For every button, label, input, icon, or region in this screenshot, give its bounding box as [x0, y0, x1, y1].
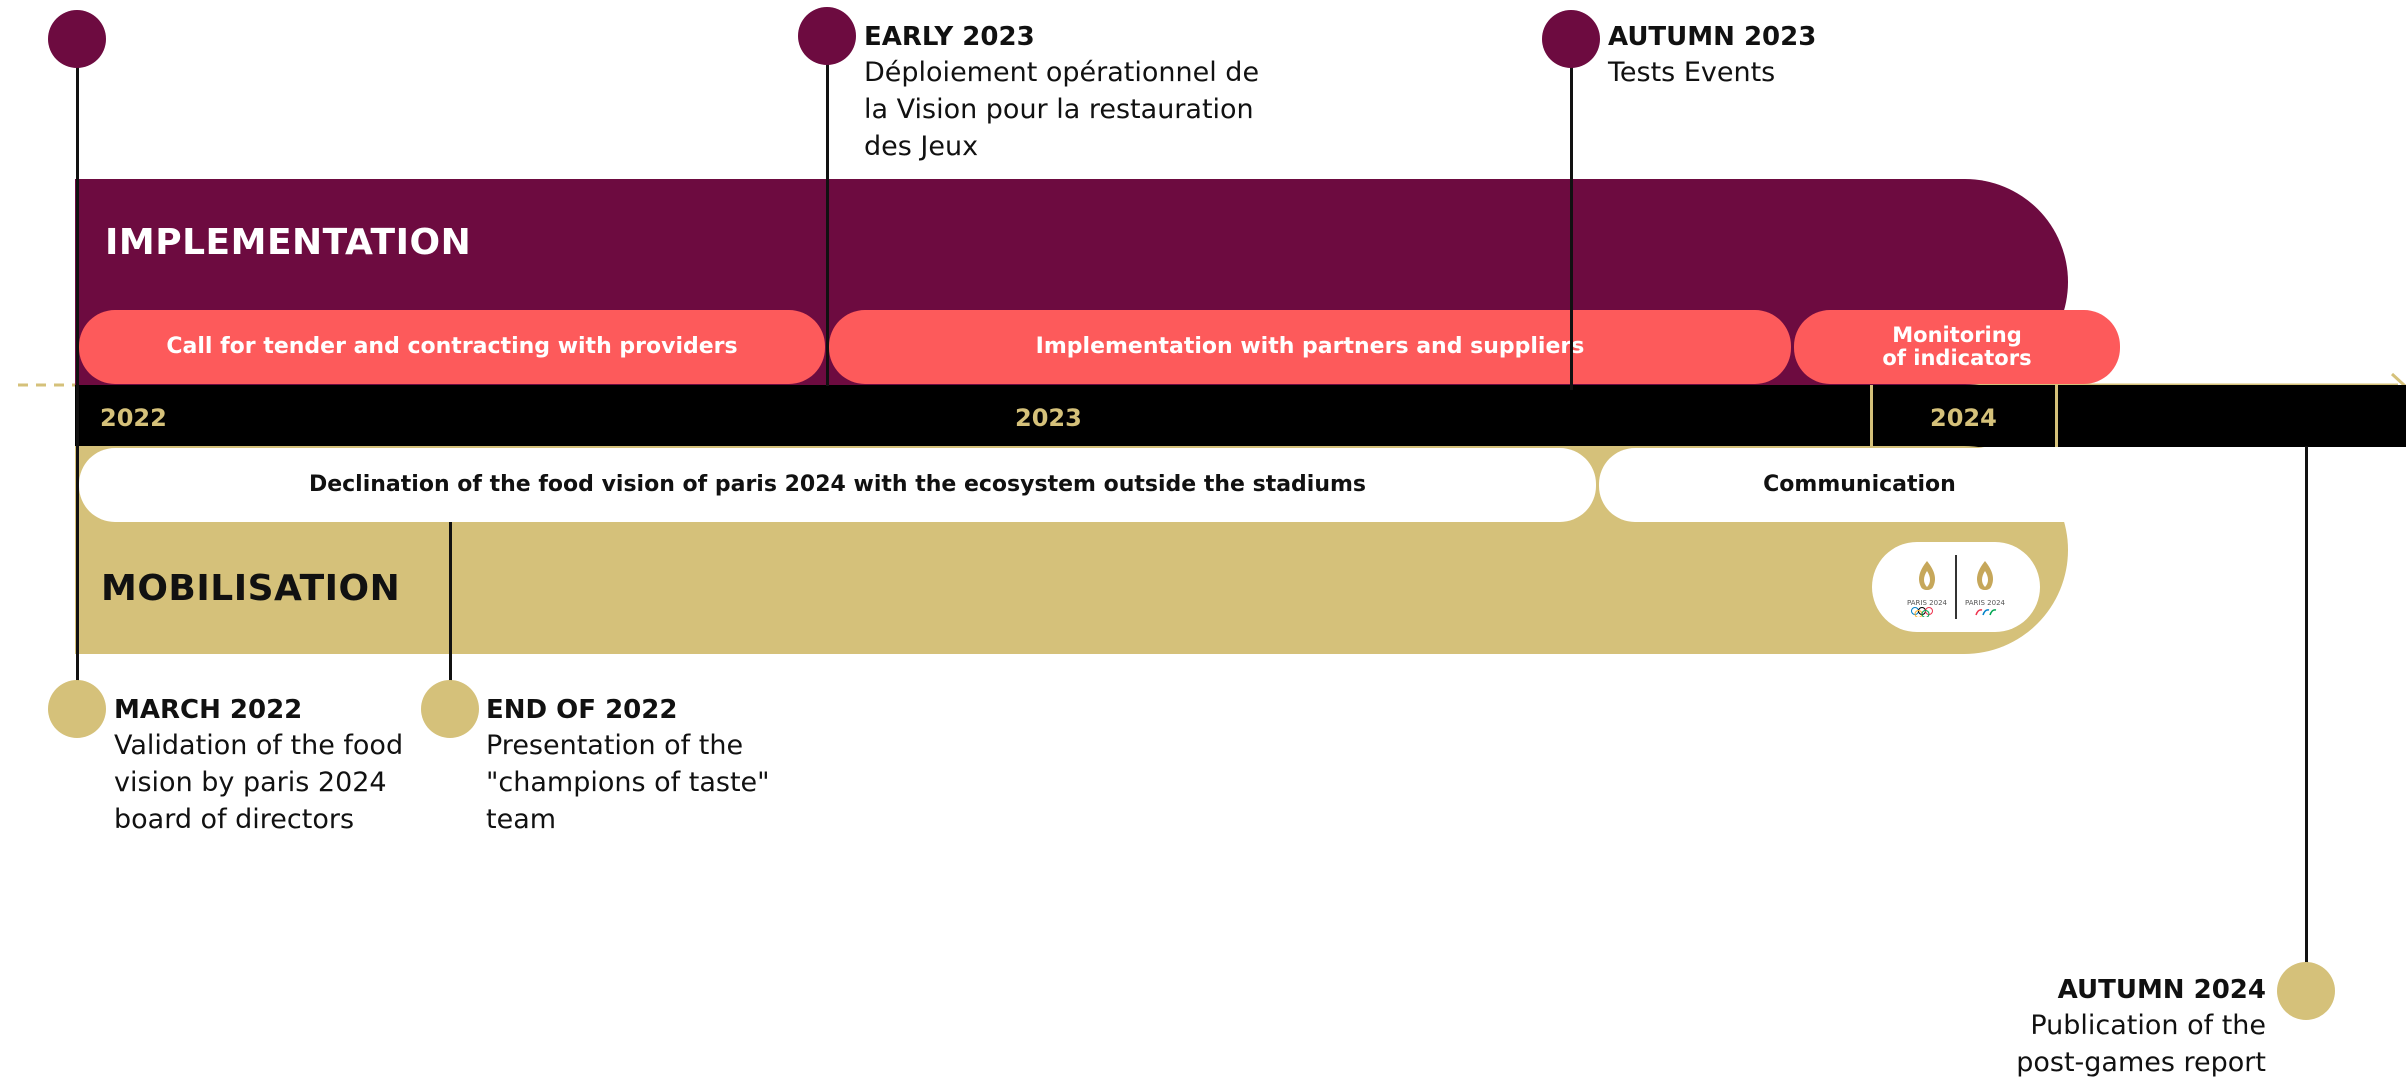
milestone-stem-autumn-2023 [1570, 40, 1573, 390]
paralympic-logo: PARIS 2024 [1965, 557, 2005, 617]
year-label-2023: 2023 [1015, 404, 1082, 432]
milestone-stem-end-2022 [449, 522, 452, 710]
implementation-pill-tender-label: Call for tender and contracting with pro… [166, 333, 738, 359]
milestone-description: Validation of the food vision by paris 2… [114, 727, 403, 838]
milestone-title: MARCH 2022 [114, 695, 303, 725]
mobilisation-title: MOBILISATION [101, 568, 401, 609]
milestone-dot-march-2022 [48, 680, 106, 738]
milestone-dot-start [48, 10, 106, 68]
implementation-pill-monitoring-label: Monitoring of indicators [1882, 322, 2032, 370]
olympic-logo-text: PARIS 2024 [1907, 599, 1947, 607]
year-label-2024: 2024 [1930, 404, 1997, 432]
milestone-autumn-2023: AUTUMN 2023 Tests Events [1608, 22, 1816, 91]
olympic-logo: PARIS 2024 [1907, 557, 1947, 617]
timeline-axis [75, 385, 2406, 447]
paralympic-agitos-icon [1975, 609, 1997, 616]
milestone-stem-march-2022 [76, 40, 79, 710]
mobilisation-pill-declination-label: Declination of the food vision of paris … [308, 471, 1367, 497]
paris-2024-logo: PARIS 2024 PARIS 2024 [1872, 542, 2040, 632]
milestone-end-2022: END OF 2022 Presentation of the "champio… [486, 695, 770, 838]
milestone-line: vision by paris 2024 [114, 767, 387, 798]
milestone-stem-autumn-2024 [2305, 446, 2308, 991]
milestone-line: board of directors [114, 804, 355, 835]
flame-icon [1977, 561, 1993, 590]
flame-icon [1919, 561, 1935, 590]
milestone-stem-early-2023 [826, 38, 829, 386]
mobilisation-pill-communication: Communication [1599, 448, 2120, 522]
milestone-description: Tests Events [1608, 54, 1816, 91]
milestone-description: Presentation of the "champions of taste"… [486, 727, 770, 838]
milestone-line: post-games report [2016, 1047, 2266, 1078]
milestone-line: Publication of the [2030, 1010, 2266, 1041]
milestone-title: AUTUMN 2024 [2057, 975, 2266, 1005]
milestone-early-2023: EARLY 2023 Déploiement opérationnel de l… [864, 22, 1259, 165]
milestone-title: END OF 2022 [486, 695, 678, 725]
implementation-pill-monitoring: Monitoring of indicators [1794, 310, 2120, 384]
milestone-line: Tests Events [1608, 57, 1776, 88]
mobilisation-pill-communication-label: Communication [1763, 471, 1956, 497]
milestone-line: team [486, 804, 557, 835]
milestone-dot-end-2022 [421, 680, 479, 738]
milestone-title: EARLY 2023 [864, 22, 1035, 52]
implementation-pill-tender: Call for tender and contracting with pro… [79, 310, 825, 384]
milestone-description: Déploiement opérationnel de la Vision po… [864, 54, 1259, 165]
milestone-dot-autumn-2024 [2277, 962, 2335, 1020]
logo-separator [1955, 555, 1957, 619]
milestone-autumn-2024: AUTUMN 2024 Publication of the post-game… [2016, 975, 2266, 1081]
milestone-march-2022: MARCH 2022 Validation of the food vision… [114, 695, 403, 838]
milestone-line: la Vision pour la restauration [864, 94, 1254, 125]
milestone-line: Déploiement opérationnel de [864, 57, 1260, 88]
implementation-pill-partners-label: Implementation with partners and supplie… [1035, 333, 1585, 359]
paralympic-logo-text: PARIS 2024 [1965, 599, 2005, 607]
olympic-rings-icon [1911, 607, 1933, 617]
mobilisation-pill-declination: Declination of the food vision of paris … [79, 448, 1596, 522]
milestone-dot-autumn-2023 [1542, 10, 1600, 68]
milestone-dot-early-2023 [798, 7, 856, 65]
year-label-2022: 2022 [100, 404, 167, 432]
milestone-line: des Jeux [864, 131, 979, 162]
implementation-title: IMPLEMENTATION [105, 222, 472, 263]
milestone-line: Validation of the food [114, 730, 404, 761]
implementation-pill-partners: Implementation with partners and supplie… [829, 310, 1791, 384]
milestone-title: AUTUMN 2023 [1608, 22, 1817, 52]
year-divider [1870, 385, 1873, 447]
milestone-description: Publication of the post-games report [2016, 1007, 2266, 1081]
milestone-line: "champions of taste" [486, 767, 770, 798]
year-divider [2055, 385, 2058, 447]
milestone-line: Presentation of the [486, 730, 744, 761]
